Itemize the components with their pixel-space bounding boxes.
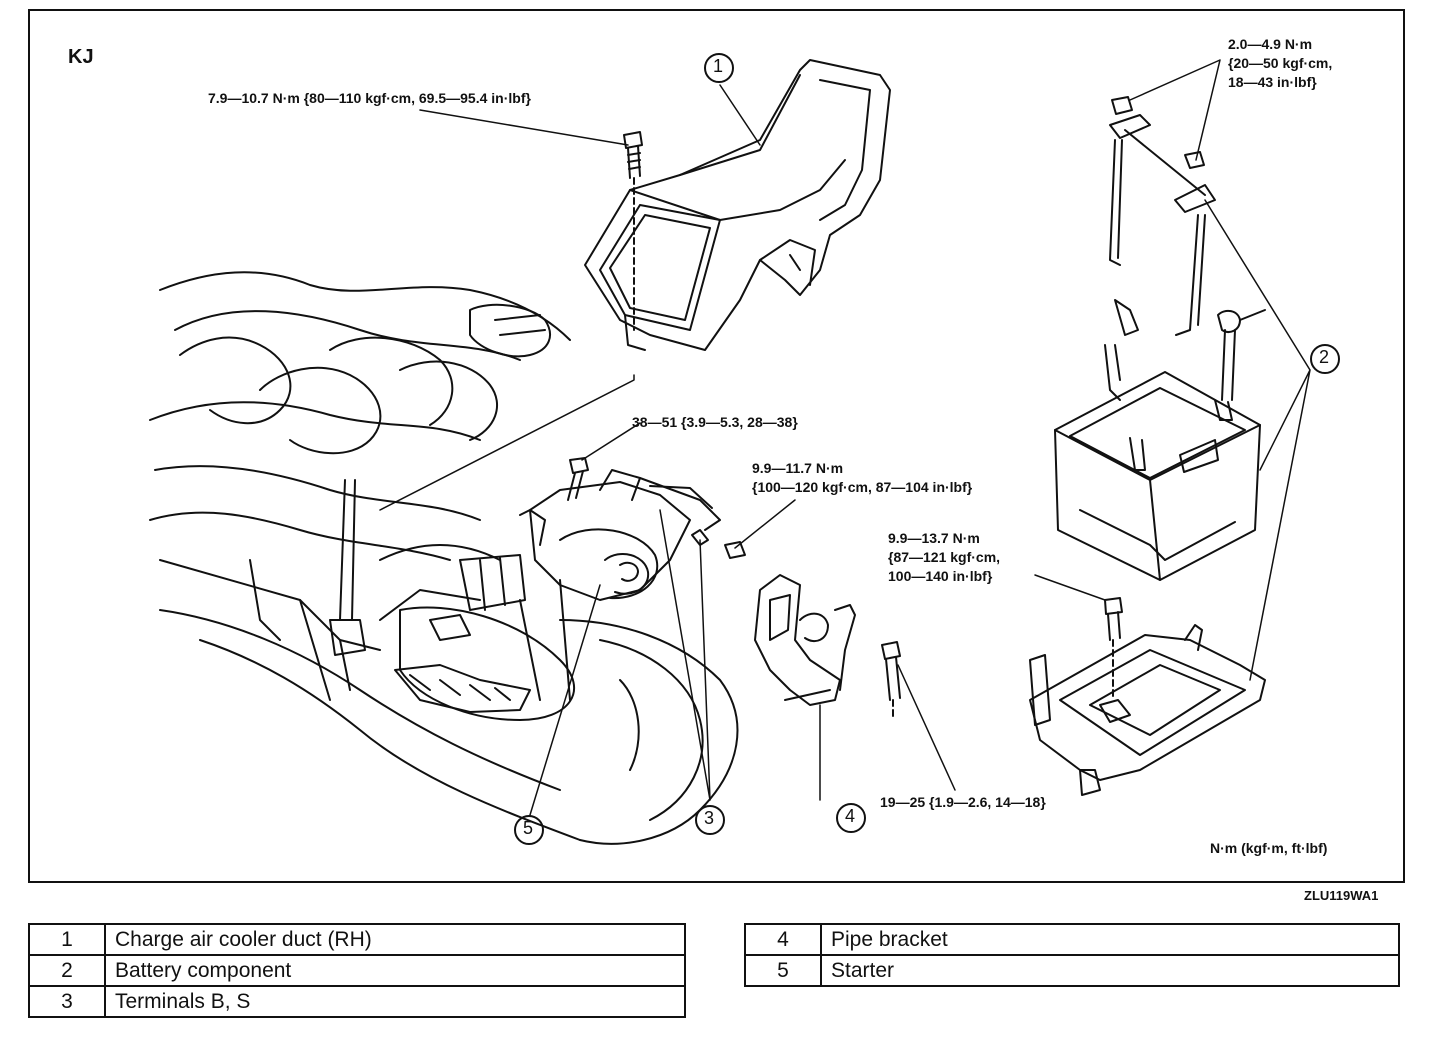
callout-5-circle bbox=[514, 815, 544, 845]
legend-table-right: 4 Pipe bracket 5 Starter bbox=[744, 923, 1400, 987]
legend-number: 2 bbox=[28, 954, 106, 987]
model-code: KJ bbox=[68, 46, 94, 68]
engine-compartment-sketch bbox=[149, 271, 739, 845]
callout-1-number: 1 bbox=[713, 56, 724, 76]
table-row: 2 Battery component bbox=[28, 954, 686, 987]
callout-1-circle bbox=[704, 53, 734, 83]
torque-starter-bolt: 38—51 {3.9—5.3, 28—38} bbox=[632, 414, 798, 430]
legend-table-left: 1 Charge air cooler duct (RH) 2 Battery … bbox=[28, 923, 686, 1018]
unit-note: N·m (kgf·m, ft·lbf) bbox=[1210, 840, 1328, 856]
torque-tray-bolt-line1: 9.9—13.7 N·m bbox=[888, 530, 980, 546]
callout-4-number: 4 bbox=[845, 806, 856, 826]
battery-assembly bbox=[1054, 299, 1266, 581]
legend-name: Pipe bracket bbox=[820, 923, 1400, 956]
figure-code: ZLU119WA1 bbox=[1304, 888, 1379, 903]
legend-number: 1 bbox=[28, 923, 106, 956]
pipe-bracket bbox=[754, 574, 901, 721]
charge-air-cooler-duct bbox=[584, 59, 891, 351]
callout-3-circle bbox=[695, 805, 725, 835]
diagram-frame bbox=[28, 9, 1405, 883]
table-row: 5 Starter bbox=[744, 954, 1400, 987]
battery-clamp-hardware bbox=[1109, 96, 1216, 336]
torque-battery-clamp-line3: 18—43 in·lbf} bbox=[1228, 74, 1317, 90]
table-row: 1 Charge air cooler duct (RH) bbox=[28, 923, 686, 956]
legend-number: 3 bbox=[28, 985, 106, 1018]
legend-name: Battery component bbox=[104, 954, 686, 987]
callout-2-number: 2 bbox=[1319, 347, 1330, 367]
callout-4-circle bbox=[836, 803, 866, 833]
torque-tray-bolt-line3: 100—140 in·lbf} bbox=[888, 568, 993, 584]
starter-motor bbox=[519, 457, 746, 601]
table-row: 4 Pipe bracket bbox=[744, 923, 1400, 956]
torque-duct-bolt: 7.9—10.7 N·m {80—110 kgf·cm, 69.5—95.4 i… bbox=[208, 90, 531, 106]
torque-battery-clamp-line1: 2.0—4.9 N·m bbox=[1228, 36, 1313, 52]
legend-number: 4 bbox=[744, 923, 822, 956]
legend-name: Starter bbox=[820, 954, 1400, 987]
legend-name: Terminals B, S bbox=[104, 985, 686, 1018]
torque-terminal-nut-line1: 9.9—11.7 N·m bbox=[752, 460, 844, 476]
duct-bolt bbox=[623, 131, 643, 331]
torque-terminal-nut-line2: {100—120 kgf·cm, 87—104 in·lbf} bbox=[752, 479, 973, 495]
callout-3-number: 3 bbox=[704, 808, 715, 828]
legend-name: Charge air cooler duct (RH) bbox=[104, 923, 686, 956]
callout-5-number: 5 bbox=[523, 818, 534, 838]
battery-tray bbox=[1029, 597, 1266, 796]
leader-lines bbox=[379, 59, 1311, 816]
table-row: 3 Terminals B, S bbox=[28, 985, 686, 1018]
callout-circles bbox=[514, 53, 1340, 845]
torque-bracket-bolt: 19—25 {1.9—2.6, 14—18} bbox=[880, 794, 1046, 810]
torque-battery-clamp-line2: {20—50 kgf·cm, bbox=[1228, 55, 1333, 71]
callout-2-circle bbox=[1310, 344, 1340, 374]
torque-tray-bolt-line2: {87—121 kgf·cm, bbox=[888, 549, 1001, 565]
legend-number: 5 bbox=[744, 954, 822, 987]
